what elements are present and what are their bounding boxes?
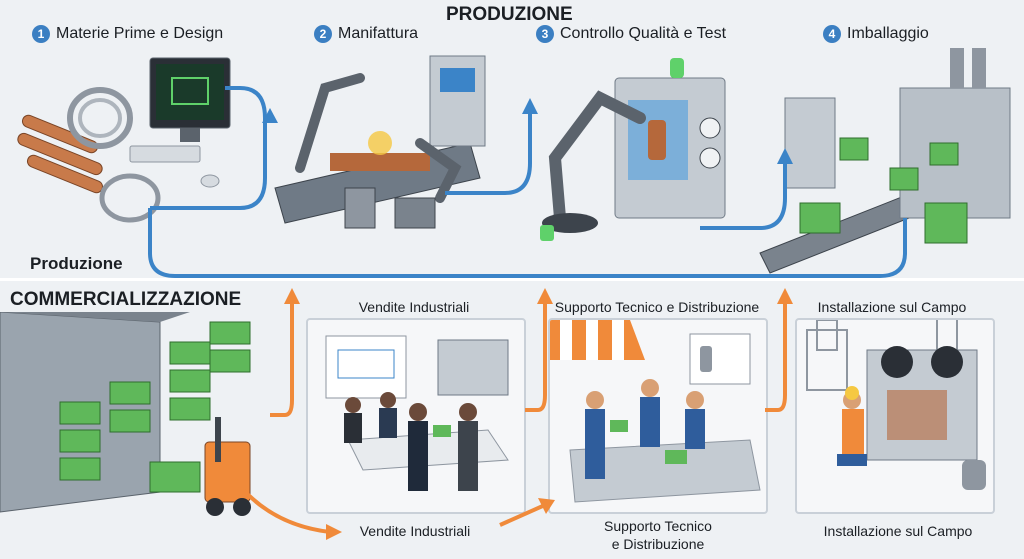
section-divider — [0, 278, 1024, 281]
production-flow-arrows — [148, 86, 907, 278]
commerce-flow-arrows — [233, 288, 793, 540]
installation-illustration — [806, 320, 986, 490]
panel-3-bottom-label: Installazione sul Campo — [823, 523, 973, 539]
step-2: 2 Manifattura — [314, 25, 418, 43]
panel-support — [548, 318, 768, 514]
step-1-number: 1 — [32, 25, 50, 43]
production-illustration — [17, 48, 1011, 278]
step-4: 4 Imballaggio — [823, 25, 929, 43]
panel-3-top-label: Installazione sul Campo — [817, 299, 967, 315]
raw-materials-illustration — [17, 57, 231, 223]
warehouse-illustration — [0, 312, 251, 516]
step-3-number: 3 — [536, 25, 554, 43]
panel-1-bottom-label: Vendite Industriali — [359, 523, 471, 539]
packaging-illustration — [759, 48, 1011, 274]
manufacturing-illustration — [274, 55, 486, 229]
section-title-commercializzazione: COMMERCIALIZZAZIONE — [10, 289, 242, 310]
step-3-label: Controllo Qualità e Test — [560, 25, 727, 42]
section-title-produzione: PRODUZIONE — [446, 4, 573, 25]
step-2-number: 2 — [314, 25, 332, 43]
step-4-number: 4 — [823, 25, 841, 43]
step-4-label: Imballaggio — [847, 25, 929, 42]
step-1: 1 Materie Prime e Design — [32, 25, 223, 43]
support-shop-illustration — [550, 320, 761, 503]
quality-control-illustration — [540, 58, 726, 241]
panel-installation — [795, 318, 995, 514]
panel-1-top-label: Vendite Industriali — [358, 299, 470, 315]
step-3: 3 Controllo Qualità e Test — [536, 25, 726, 43]
step-1-label: Materie Prime e Design — [56, 25, 224, 42]
panel-sales — [306, 318, 526, 514]
production-label: Produzione — [30, 254, 123, 273]
panel-2-bottom-label: Supporto Tecnico e Distribuzione — [604, 518, 712, 552]
sales-meeting-illustration — [325, 335, 509, 491]
panel-2-top-label: Supporto Tecnico e Distribuzione — [554, 299, 760, 315]
step-2-label: Manifattura — [338, 25, 419, 42]
